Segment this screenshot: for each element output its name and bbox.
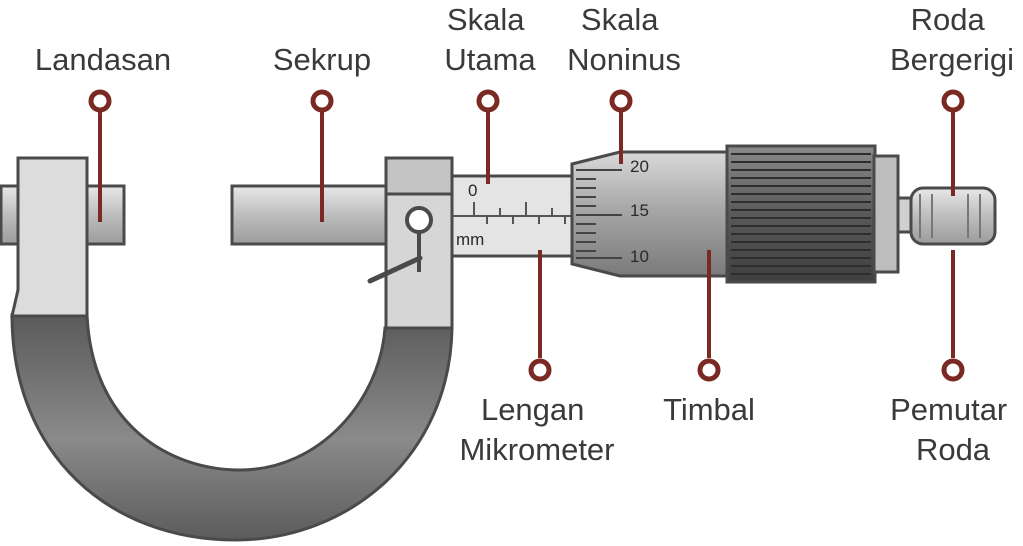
label-pemutar-roda: Pemutar Roda	[890, 392, 1016, 467]
main-scale-unit: mm	[456, 230, 484, 249]
lock-knob[interactable]	[405, 206, 433, 234]
knurled-wheel[interactable]	[725, 144, 877, 284]
lock-lever[interactable]	[367, 255, 423, 284]
vernier-10: 10	[630, 247, 649, 266]
label-sekrup: Sekrup	[273, 42, 371, 77]
ratchet-knob[interactable]	[909, 186, 997, 246]
frame-left-jaw	[10, 156, 89, 318]
main-scale-ticks	[452, 202, 577, 224]
frame-collar	[384, 156, 454, 196]
label-lengan-mikrometer: Lengan Mikrometer	[459, 392, 614, 467]
knurl-lines	[731, 153, 871, 275]
label-roda-bergerigi: Roda Bergerigi	[890, 2, 1014, 77]
label-timbal: Timbal	[663, 392, 755, 427]
label-skala-noninus: Skala Noninus	[567, 2, 681, 77]
ratchet-ridges	[919, 194, 981, 238]
spindle	[230, 184, 394, 246]
main-scale-zero: 0	[468, 181, 477, 200]
label-skala-utama: Skala Utama	[444, 2, 536, 77]
vernier-15: 15	[630, 201, 649, 220]
label-landasan: Landasan	[35, 42, 171, 77]
frame-arc	[10, 313, 454, 542]
leader-dots	[88, 89, 965, 382]
vernier-ticks	[576, 169, 622, 259]
vernier-20: 20	[630, 157, 649, 176]
end-collar	[872, 154, 900, 274]
leader-lines	[98, 110, 955, 358]
